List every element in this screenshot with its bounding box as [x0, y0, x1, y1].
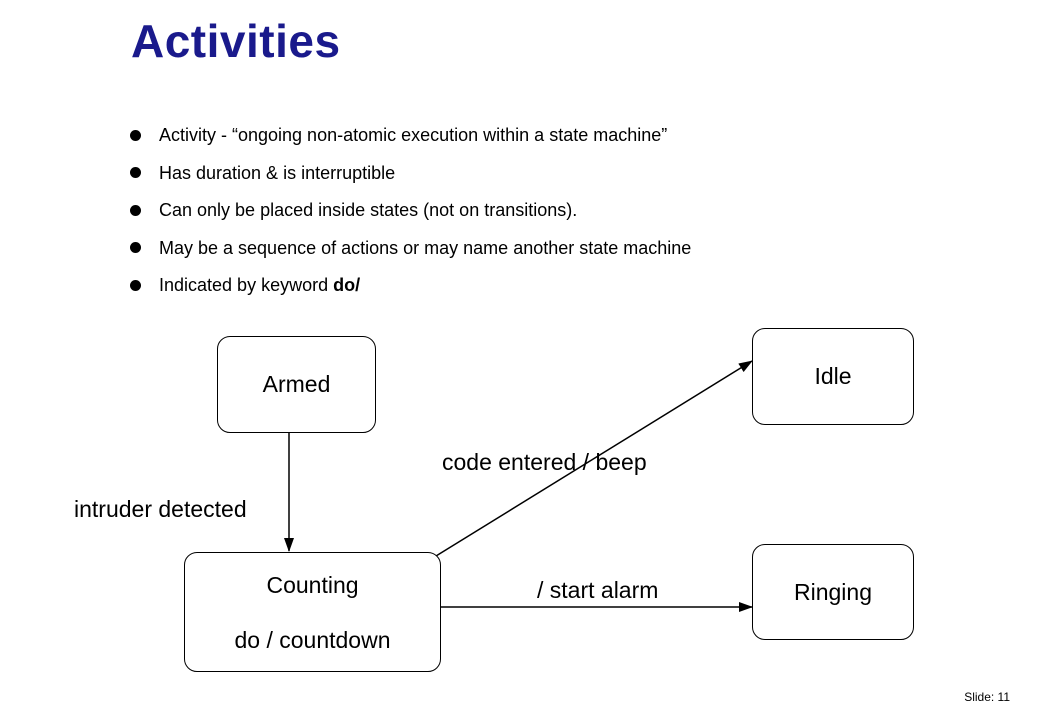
state-armed-label: Armed [262, 371, 331, 397]
bullet-dot-icon [130, 242, 141, 253]
state-ringing-label: Ringing [794, 578, 872, 605]
bullet-item: Has duration & is interruptible [130, 160, 691, 198]
state-counting-activity: do / countdown [234, 627, 391, 653]
transition-label-code-entered: code entered / beep [442, 449, 647, 475]
transition-label-start-alarm: / start alarm [537, 577, 659, 603]
state-idle: Idle [752, 328, 914, 425]
bullet-item: May be a sequence of actions or may name… [130, 235, 691, 273]
bullet-item: Can only be placed inside states (not on… [130, 197, 691, 235]
transition-label-intruder: intruder detected [74, 496, 247, 522]
bullet-text: May be a sequence of actions or may name… [159, 237, 692, 258]
bullet-text: Can only be placed inside states (not on… [159, 200, 578, 220]
state-ringing: Ringing [752, 544, 914, 640]
slide-title: Activities [131, 15, 341, 67]
bullet-keyword: do/ [333, 275, 361, 295]
bullet-text: Indicated by keyword [159, 275, 334, 295]
state-idle-label: Idle [814, 363, 852, 389]
bullet-item: Activity - “ongoing non-atomic execution… [130, 122, 691, 160]
bullet-text: Activity - “ongoing non-atomic execution… [159, 125, 668, 145]
slide-number: Slide: 11 [964, 690, 1010, 704]
bullet-dot-icon [130, 279, 141, 291]
bullet-dot-icon [130, 204, 141, 216]
bullet-item: Indicated by keyword do/ [130, 272, 691, 310]
bullet-list: Activity - “ongoing non-atomic execution… [130, 122, 691, 310]
state-counting-label: Counting [266, 572, 359, 598]
bullet-dot-icon [130, 167, 141, 178]
bullet-text: Has duration & is interruptible [159, 162, 396, 183]
arrow-counting-to-idle [435, 360, 753, 557]
state-armed: Armed [217, 336, 376, 433]
state-counting: Counting do / countdown [184, 552, 441, 672]
bullet-dot-icon [130, 129, 141, 141]
